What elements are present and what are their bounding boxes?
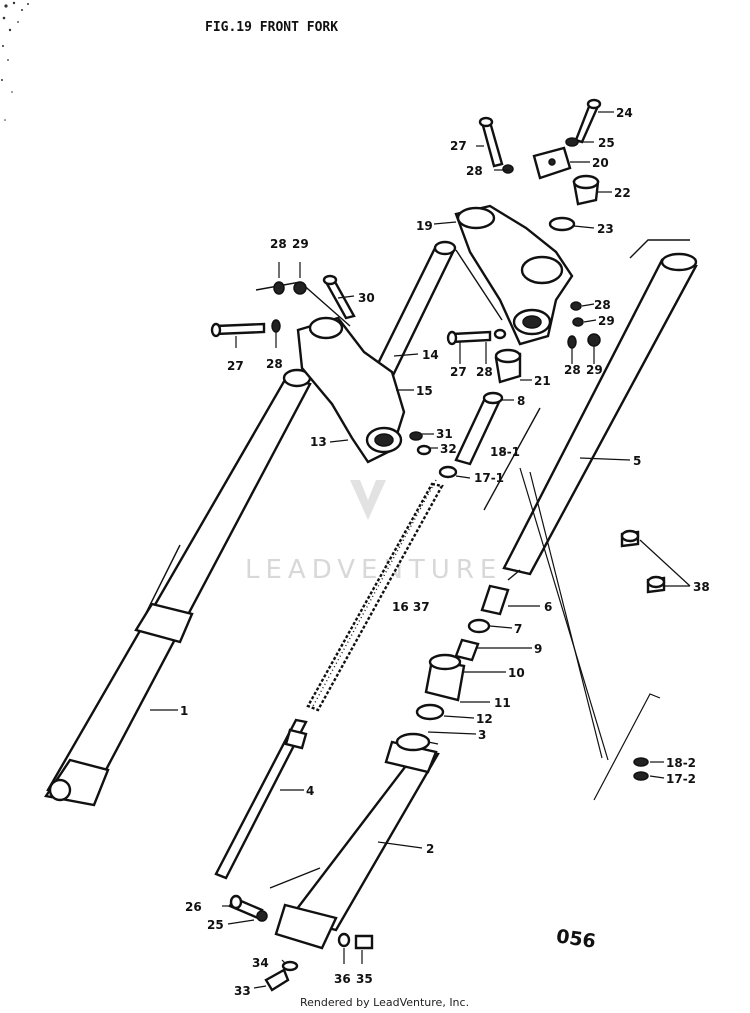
part-1-outer-tube-left	[43, 368, 312, 807]
callout-25-bottom: 25	[207, 918, 224, 932]
callout-23: 23	[597, 222, 614, 236]
part-2-outer-tube-right	[269, 739, 440, 950]
callout-31: 31	[436, 427, 453, 441]
callout-36: 36	[334, 972, 351, 986]
callout-21: 21	[534, 374, 551, 388]
callout-13: 13	[310, 435, 327, 449]
callout-28-mid: 28	[476, 365, 493, 379]
callout-27-mid: 27	[450, 365, 467, 379]
callout-7: 7	[514, 622, 522, 636]
part-4-damper-rod	[214, 718, 308, 880]
callout-38: 38	[693, 580, 710, 594]
diagram-title: FIG.19 FRONT FORK	[205, 20, 338, 35]
callout-26: 26	[185, 900, 202, 914]
callout-29-right: 29	[598, 314, 615, 328]
callout-15: 15	[416, 384, 433, 398]
part-17-1-oring	[438, 465, 458, 479]
callout-27: 27	[450, 139, 467, 153]
part-14-fork-tube-upper	[362, 240, 457, 400]
callout-10: 10	[508, 666, 525, 680]
callout-33: 33	[234, 984, 251, 998]
part-3-seal	[395, 732, 431, 752]
page-number: 056	[555, 925, 597, 952]
callout-25: 25	[598, 136, 615, 150]
part-5-inner-tube-right	[502, 239, 698, 581]
footer-credit: Rendered by LeadVenture, Inc.	[300, 996, 469, 1009]
hardware	[210, 98, 666, 992]
callout-35: 35	[356, 972, 373, 986]
callout-4: 4	[306, 784, 314, 798]
callout-20: 20	[592, 156, 609, 170]
callout-27-left: 27	[227, 359, 244, 373]
part-9-seal	[454, 638, 480, 662]
callout-6: 6	[544, 600, 552, 614]
part-16-fork-spring	[306, 479, 444, 712]
part-19-upper-bracket	[454, 204, 574, 346]
callout-1: 1	[180, 704, 188, 718]
callout-14: 14	[422, 348, 439, 362]
callout-12: 12	[476, 712, 493, 726]
watermark: LEADVENTURE	[245, 480, 502, 585]
callout-22: 22	[614, 186, 631, 200]
watermark-text: LEADVENTURE	[245, 555, 502, 585]
part-13-lower-bracket	[255, 281, 406, 464]
callout-28-left: 28	[270, 237, 287, 251]
callout-5: 5	[633, 454, 641, 468]
callout-labels: 24 25 27 20 28 22 19 23 28 29 30 28 29 2…	[180, 106, 710, 998]
callout-8: 8	[517, 394, 525, 408]
callout-18-1: 18-1	[490, 445, 520, 459]
callout-9: 9	[534, 642, 542, 656]
callout-16-37: 16 37	[392, 600, 430, 614]
callout-18-2: 18-2	[666, 756, 696, 770]
callout-28-lower-left: 28	[266, 357, 283, 371]
part-6-bushing	[480, 584, 510, 616]
leader-lines	[150, 111, 691, 989]
callout-19: 19	[416, 219, 433, 233]
callout-11: 11	[494, 696, 511, 710]
callout-28: 28	[466, 164, 483, 178]
callout-28-mid-right: 28	[564, 363, 581, 377]
callout-24: 24	[616, 106, 633, 120]
callout-28-right: 28	[594, 298, 611, 312]
part-12-ring	[415, 703, 445, 721]
callout-3: 3	[478, 728, 486, 742]
seal-stack	[395, 584, 510, 752]
part-7-washer	[467, 618, 491, 634]
callout-17-2: 17-2	[666, 772, 696, 786]
callout-29-mid-right: 29	[586, 363, 603, 377]
callout-29-left: 29	[292, 237, 309, 251]
callout-32: 32	[440, 442, 457, 456]
callout-17-1: 17-1	[474, 471, 504, 485]
scan-speckle	[1, 1, 29, 121]
part-18-line	[483, 407, 541, 511]
callout-2: 2	[426, 842, 434, 856]
callout-34: 34	[252, 956, 269, 970]
callout-30: 30	[358, 291, 375, 305]
